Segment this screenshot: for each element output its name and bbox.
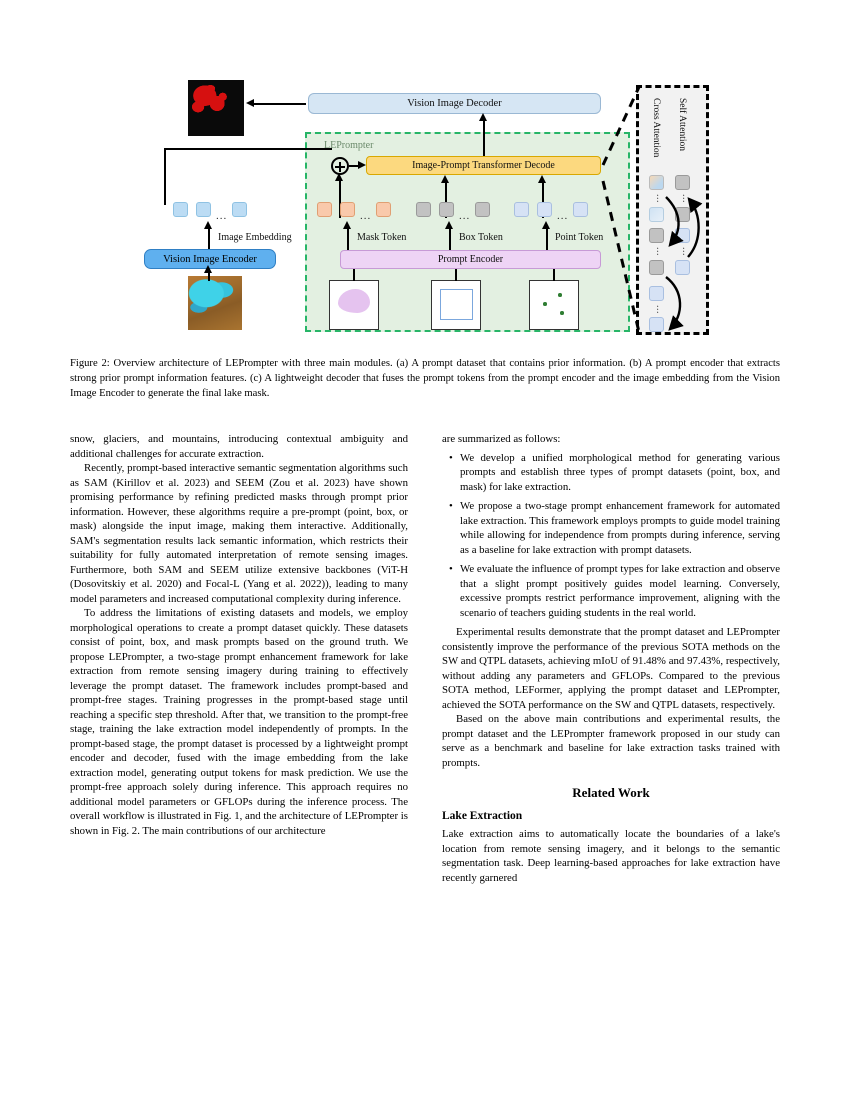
attention-token-cross-6 xyxy=(649,317,664,332)
paragraph-based-on-contributions: Based on the above main contributions an… xyxy=(442,713,780,769)
attention-token-cross-1 xyxy=(649,175,664,190)
point-prompt-example xyxy=(529,280,579,330)
image-prompt-transformer-decode-block: Image-Prompt Transformer Decode xyxy=(366,156,601,175)
box-prompt-rectangle xyxy=(440,289,473,320)
paragraph-recently: Recently, prompt-based interactive seman… xyxy=(70,462,408,605)
list-item: We evaluate the influence of prompt type… xyxy=(449,562,780,620)
attention-token-self-4 xyxy=(675,260,690,275)
transformer-to-decoder-line xyxy=(483,120,485,158)
image-embedding-ellipsis: ... xyxy=(216,210,228,222)
point-token-to-transformer-arrowhead xyxy=(538,175,546,183)
decoder-to-mask-line xyxy=(254,103,306,105)
point-token-2 xyxy=(537,202,552,217)
paragraph-lake-extraction: Lake extraction aims to automatically lo… xyxy=(442,828,780,884)
list-item: We propose a two-stage prompt enhancemen… xyxy=(449,499,780,557)
point-token-label: Point Token xyxy=(555,232,604,243)
mask-example-to-encoder-line xyxy=(353,269,355,281)
attention-ellipsis-self-1: ... xyxy=(680,194,691,203)
mask-token-2 xyxy=(340,202,355,217)
paragraph-continued: snow, glaciers, and mountains, introduci… xyxy=(70,433,408,460)
point-token-ellipsis: ... xyxy=(557,210,569,222)
section-heading-related-work: Related Work xyxy=(572,785,650,801)
attention-token-cross-4 xyxy=(649,260,664,275)
contributions-list: We develop a unified morphological metho… xyxy=(442,451,780,621)
output-lake-mask-thumbnail xyxy=(188,80,244,136)
prompt-encoder-block: Prompt Encoder xyxy=(340,250,601,269)
attention-ellipsis-self-2: ... xyxy=(680,247,691,256)
encoder-to-embedding-arrowhead xyxy=(204,221,212,229)
box-token-3 xyxy=(475,202,490,217)
paragraph-summarized: are summarized as follows: xyxy=(442,433,561,445)
box-token-2 xyxy=(439,202,454,217)
mask-token-to-sum-arrowhead xyxy=(335,173,343,181)
left-text-column: snow, glaciers, and mountains, introduci… xyxy=(70,432,408,838)
sum-to-transformer-line xyxy=(349,165,359,167)
zoom-callout-lines xyxy=(601,86,641,333)
box-token-to-transformer-line xyxy=(445,182,447,218)
attention-ellipsis-cross-2: ... xyxy=(654,247,665,256)
right-text-column: are summarized as follows: We develop a … xyxy=(442,432,780,885)
paragraph-address-limitations: To address the limitations of existing d… xyxy=(70,607,408,837)
embedding-to-sum-line xyxy=(164,148,332,150)
mask-token-to-sum-line xyxy=(339,180,341,218)
attention-flow-arrows xyxy=(665,196,703,331)
attention-ellipsis-cross-1: ... xyxy=(654,194,665,203)
body-text-columns: snow, glaciers, and mountains, introduci… xyxy=(70,432,780,1032)
image-embedding-label: Image Embedding xyxy=(218,232,292,243)
prompt-encoder-to-mask-line xyxy=(347,228,349,250)
attention-token-cross-2 xyxy=(649,207,664,222)
point-prompt-dot-3 xyxy=(560,311,564,315)
attention-token-cross-5 xyxy=(649,286,664,301)
cross-attention-label: Cross Attention xyxy=(651,98,661,158)
mask-token-label: Mask Token xyxy=(357,232,407,243)
list-item: We develop a unified morphological metho… xyxy=(449,451,780,495)
prompt-encoder-to-point-line xyxy=(546,228,548,250)
point-token-to-transformer-line xyxy=(542,182,544,218)
mask-prompt-blob xyxy=(338,289,370,313)
decoder-to-mask-arrowhead xyxy=(246,99,254,107)
sum-to-transformer-arrowhead xyxy=(358,161,366,169)
box-prompt-example xyxy=(431,280,481,330)
image-to-encoder-arrowhead xyxy=(204,265,212,273)
image-embedding-token-2 xyxy=(196,202,211,217)
embedding-riser-line xyxy=(164,150,166,205)
image-to-encoder-line xyxy=(208,269,210,281)
image-embedding-token-3 xyxy=(232,202,247,217)
box-token-1 xyxy=(416,202,431,217)
box-token-to-transformer-arrowhead xyxy=(441,175,449,183)
subsection-heading-lake-extraction: Lake Extraction xyxy=(442,809,523,822)
point-prompt-dot-2 xyxy=(543,302,547,306)
input-satellite-image-thumbnail xyxy=(188,276,242,330)
transformer-to-decoder-arrowhead xyxy=(479,113,487,121)
image-embedding-token-1 xyxy=(173,202,188,217)
prompt-encoder-to-mask-arrowhead xyxy=(343,221,351,229)
box-token-ellipsis: ... xyxy=(459,210,471,222)
figure-caption: Figure 2: Overview architecture of LEPro… xyxy=(70,358,780,400)
attention-token-self-1 xyxy=(675,175,690,190)
point-token-1 xyxy=(514,202,529,217)
point-example-to-encoder-line xyxy=(553,269,555,281)
point-prompt-dot-1 xyxy=(558,293,562,297)
encoder-to-embedding-line xyxy=(208,228,210,250)
attention-token-cross-3 xyxy=(649,228,664,243)
figure-2-diagram: LEPrompter Cross Attention Self Attentio… xyxy=(0,60,850,350)
prompt-encoder-to-box-line xyxy=(449,228,451,250)
box-token-label: Box Token xyxy=(459,232,503,243)
attention-ellipsis-cross-3: ... xyxy=(654,305,665,314)
prompt-encoder-to-box-arrowhead xyxy=(445,221,453,229)
mask-prompt-example xyxy=(329,280,379,330)
leprompter-region-label: LEPrompter xyxy=(324,140,374,151)
self-attention-label: Self Attention xyxy=(677,98,687,152)
vision-image-decoder-block: Vision Image Decoder xyxy=(308,93,601,114)
mask-token-ellipsis: ... xyxy=(360,210,372,222)
mask-token-1 xyxy=(317,202,332,217)
paragraph-experimental-results: Experimental results demonstrate that th… xyxy=(442,626,780,711)
box-example-to-encoder-line xyxy=(455,269,457,281)
mask-token-3 xyxy=(376,202,391,217)
prompt-encoder-to-point-arrowhead xyxy=(542,221,550,229)
point-token-3 xyxy=(573,202,588,217)
